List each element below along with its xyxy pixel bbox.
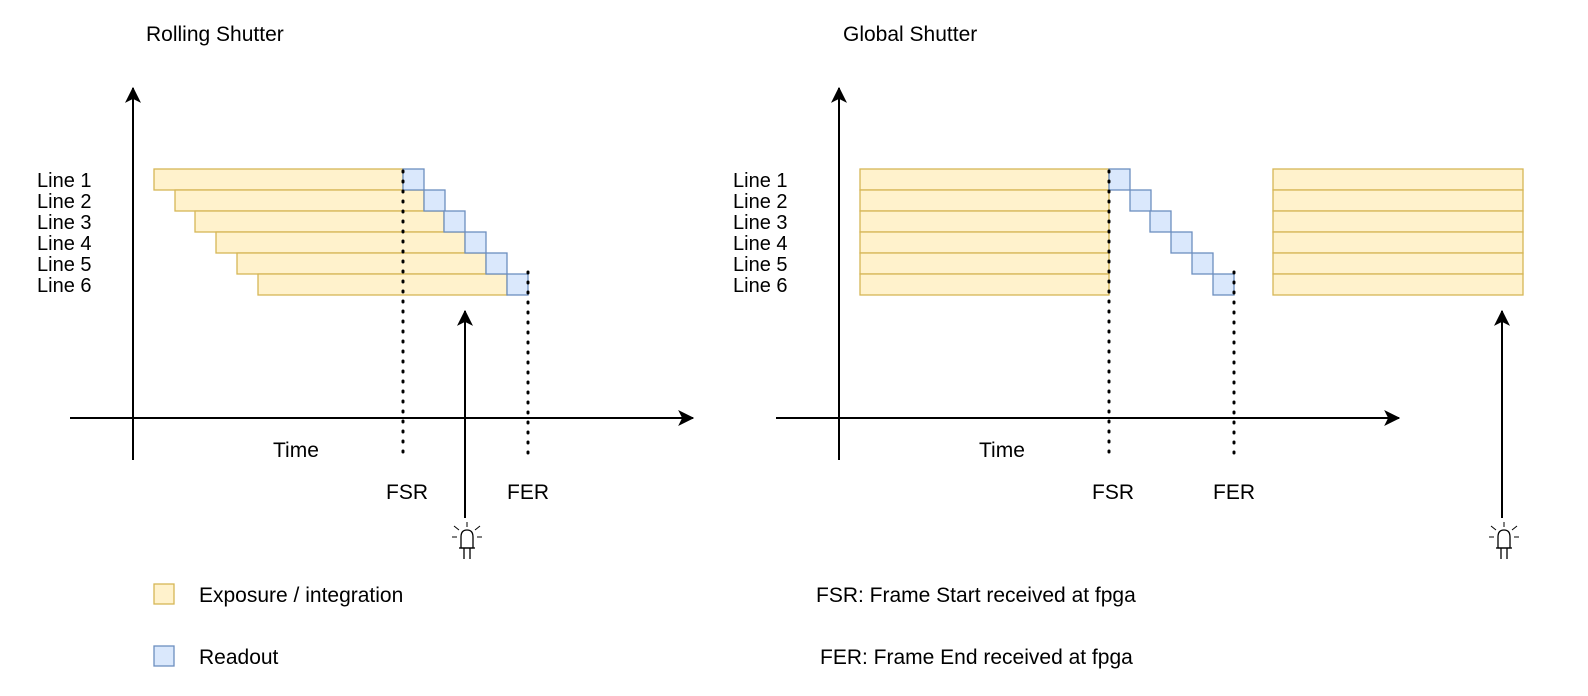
global-line-label-5: Line 5 — [733, 254, 788, 276]
global-readout-cell-5 — [1191, 252, 1214, 275]
global-exposure-bar-2 — [859, 189, 1110, 212]
rolling-fsr-label: FSR — [386, 481, 428, 504]
led-icon — [1489, 522, 1519, 559]
rolling-readout-cell-3 — [443, 210, 466, 233]
legend: Exposure / integration Readout FSR: Fram… — [153, 583, 1136, 669]
rolling-exposure-bars — [153, 168, 508, 296]
rolling-exposure-bar-6 — [257, 273, 508, 296]
global-readout-cell-3 — [1149, 210, 1172, 233]
legend-readout-label: Readout — [199, 646, 279, 669]
global-next-exposure-bar-6 — [1272, 273, 1524, 296]
rolling-line-labels: Line 1 Line 2 Line 3 Line 4 Line 5 Line … — [37, 170, 92, 297]
global-exposure-bar-3 — [859, 210, 1110, 233]
rolling-time-label: Time — [273, 439, 319, 462]
led-icon — [452, 522, 482, 559]
rolling-line-label-2: Line 2 — [37, 191, 92, 213]
global-next-exposure-bars — [1272, 168, 1524, 296]
rolling-readout-cell-1 — [402, 168, 425, 191]
global-line-label-4: Line 4 — [733, 233, 788, 255]
fsr-definition: FSR: Frame Start received at fpga — [816, 584, 1136, 607]
legend-readout-swatch — [153, 645, 175, 667]
global-readout-cell-4 — [1170, 231, 1193, 254]
rolling-line-label-1: Line 1 — [37, 170, 92, 192]
rolling-shutter-title: Rolling Shutter — [146, 23, 284, 46]
global-next-exposure-bar-4 — [1272, 231, 1524, 254]
legend-exposure-swatch — [153, 583, 175, 605]
global-line-labels: Line 1 Line 2 Line 3 Line 4 Line 5 Line … — [733, 170, 788, 297]
rolling-readout-cells — [402, 168, 529, 296]
global-next-exposure-bar-3 — [1272, 210, 1524, 233]
rolling-readout-cell-4 — [464, 231, 487, 254]
global-exposure-bar-4 — [859, 231, 1110, 254]
fer-definition: FER: Frame End received at fpga — [820, 646, 1133, 669]
global-fsr-label: FSR — [1092, 481, 1134, 504]
global-readout-cell-1 — [1108, 168, 1131, 191]
rolling-line-label-5: Line 5 — [37, 254, 92, 276]
rolling-readout-cell-6 — [506, 273, 529, 296]
global-line-label-1: Line 1 — [733, 170, 788, 192]
global-exposure-bar-5 — [859, 252, 1110, 275]
global-exposure-bar-1 — [859, 168, 1110, 191]
global-fer-label: FER — [1213, 481, 1255, 504]
rolling-line-label-6: Line 6 — [37, 275, 92, 297]
rolling-exposure-bar-5 — [236, 252, 487, 275]
global-line-label-3: Line 3 — [733, 212, 788, 234]
global-exposure-bar-6 — [859, 273, 1110, 296]
legend-exposure-label: Exposure / integration — [199, 584, 403, 607]
rolling-line-label-3: Line 3 — [37, 212, 92, 234]
global-line-label-2: Line 2 — [733, 191, 788, 213]
global-shutter-title: Global Shutter — [843, 23, 977, 46]
rolling-line-label-4: Line 4 — [37, 233, 92, 255]
global-next-exposure-bar-2 — [1272, 189, 1524, 212]
global-readout-cell-2 — [1129, 189, 1152, 212]
rolling-exposure-bar-4 — [215, 231, 466, 254]
global-readout-cells — [1108, 168, 1235, 296]
rolling-exposure-bar-3 — [194, 210, 445, 233]
global-readout-cell-6 — [1212, 273, 1235, 296]
rolling-readout-cell-5 — [485, 252, 508, 275]
rolling-shutter-panel: Rolling Shutter Time Line 1 Line 2 Line … — [37, 23, 695, 559]
rolling-readout-cell-2 — [423, 189, 446, 212]
global-time-label: Time — [979, 439, 1025, 462]
global-exposure-bars — [859, 168, 1110, 296]
global-shutter-panel: Global Shutter Time Line 1 Line 2 Line 3… — [733, 23, 1524, 559]
rolling-exposure-bar-2 — [174, 189, 425, 212]
global-next-exposure-bar-1 — [1272, 168, 1524, 191]
global-next-exposure-bar-5 — [1272, 252, 1524, 275]
rolling-exposure-bar-1 — [153, 168, 404, 191]
global-line-label-6: Line 6 — [733, 275, 788, 297]
rolling-fer-label: FER — [507, 481, 549, 504]
